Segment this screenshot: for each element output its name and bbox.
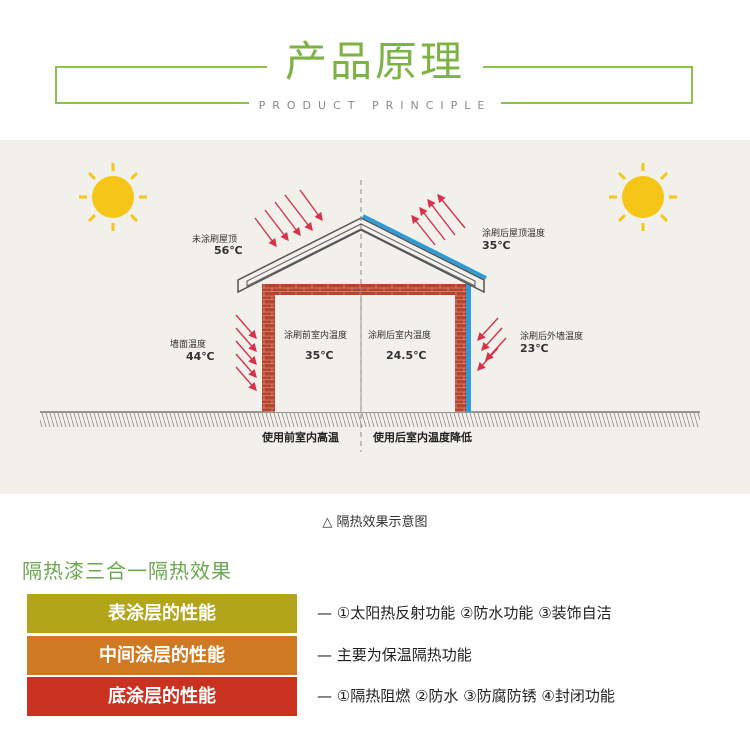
page-title: 产品原理 [266, 36, 483, 88]
right-wall-label: 涂刷后外墙温度 [520, 332, 584, 342]
left-bottom-label: 使用前室内高温 [262, 431, 339, 444]
layer-desc-middle: — 主要为保温隔热功能 [317, 646, 472, 664]
layer-desc-bottom: — ①隔热阻燃 ②防水 ③防腐防锈 ④封闭功能 [317, 687, 615, 705]
layer-row-bottom: 底涂层的性能 — ①隔热阻燃 ②防水 ③防腐防锈 ④封闭功能 [27, 677, 727, 716]
right-indoor-temp: 24.5℃ [386, 349, 427, 362]
ground [40, 411, 700, 427]
sun-icon-left [79, 163, 147, 231]
layer-label-middle: 中间涂层的性能 [27, 636, 297, 675]
layer-desc-top: — ①太阳热反射功能 ②防水功能 ③装饰自洁 [317, 604, 612, 622]
left-indoor-temp: 35℃ [305, 349, 334, 362]
page-subtitle: PRODUCT PRINCIPLE [248, 98, 502, 114]
right-indoor-label: 涂刷后室内温度 [368, 331, 432, 341]
heat-arrows-right-wall [477, 317, 507, 372]
section-title: 隔热漆三合一隔热效果 [22, 559, 232, 583]
layer-label-bottom: 底涂层的性能 [27, 677, 297, 716]
heat-arrows-right-roof [411, 193, 466, 246]
house-walls [262, 284, 471, 412]
layer-row-top: 表涂层的性能 — ①太阳热反射功能 ②防水功能 ③装饰自洁 [27, 594, 727, 633]
left-wall-temp: 44℃ [186, 350, 215, 363]
diagram-caption: △ 隔热效果示意图 [322, 515, 428, 530]
left-wall-label: 墙面温度 [170, 340, 207, 350]
layer-label-top: 表涂层的性能 [27, 594, 297, 633]
layer-row-middle: 中间涂层的性能 — 主要为保温隔热功能 [27, 636, 727, 675]
right-roof-label: 涂刷后屋顶温度 [482, 229, 546, 239]
sun-icon-right [609, 163, 677, 231]
left-indoor-label: 涂刷前室内温度 [284, 331, 348, 341]
insulation-diagram: 未涂刷屋顶 56℃ 涂刷后屋顶温度 35℃ 墙面温度 44℃ 涂刷后外墙温度 2… [0, 140, 750, 494]
right-wall-temp: 23℃ [520, 342, 549, 355]
heat-arrows-left-roof [254, 189, 323, 248]
house-illustration [40, 163, 700, 452]
right-roof-temp: 35℃ [482, 239, 511, 252]
right-bottom-label: 使用后室内温度降低 [373, 431, 472, 444]
heat-arrows-left-wall [235, 314, 257, 392]
left-roof-label: 未涂刷屋顶 [192, 235, 238, 245]
left-roof-temp: 56℃ [214, 244, 243, 257]
